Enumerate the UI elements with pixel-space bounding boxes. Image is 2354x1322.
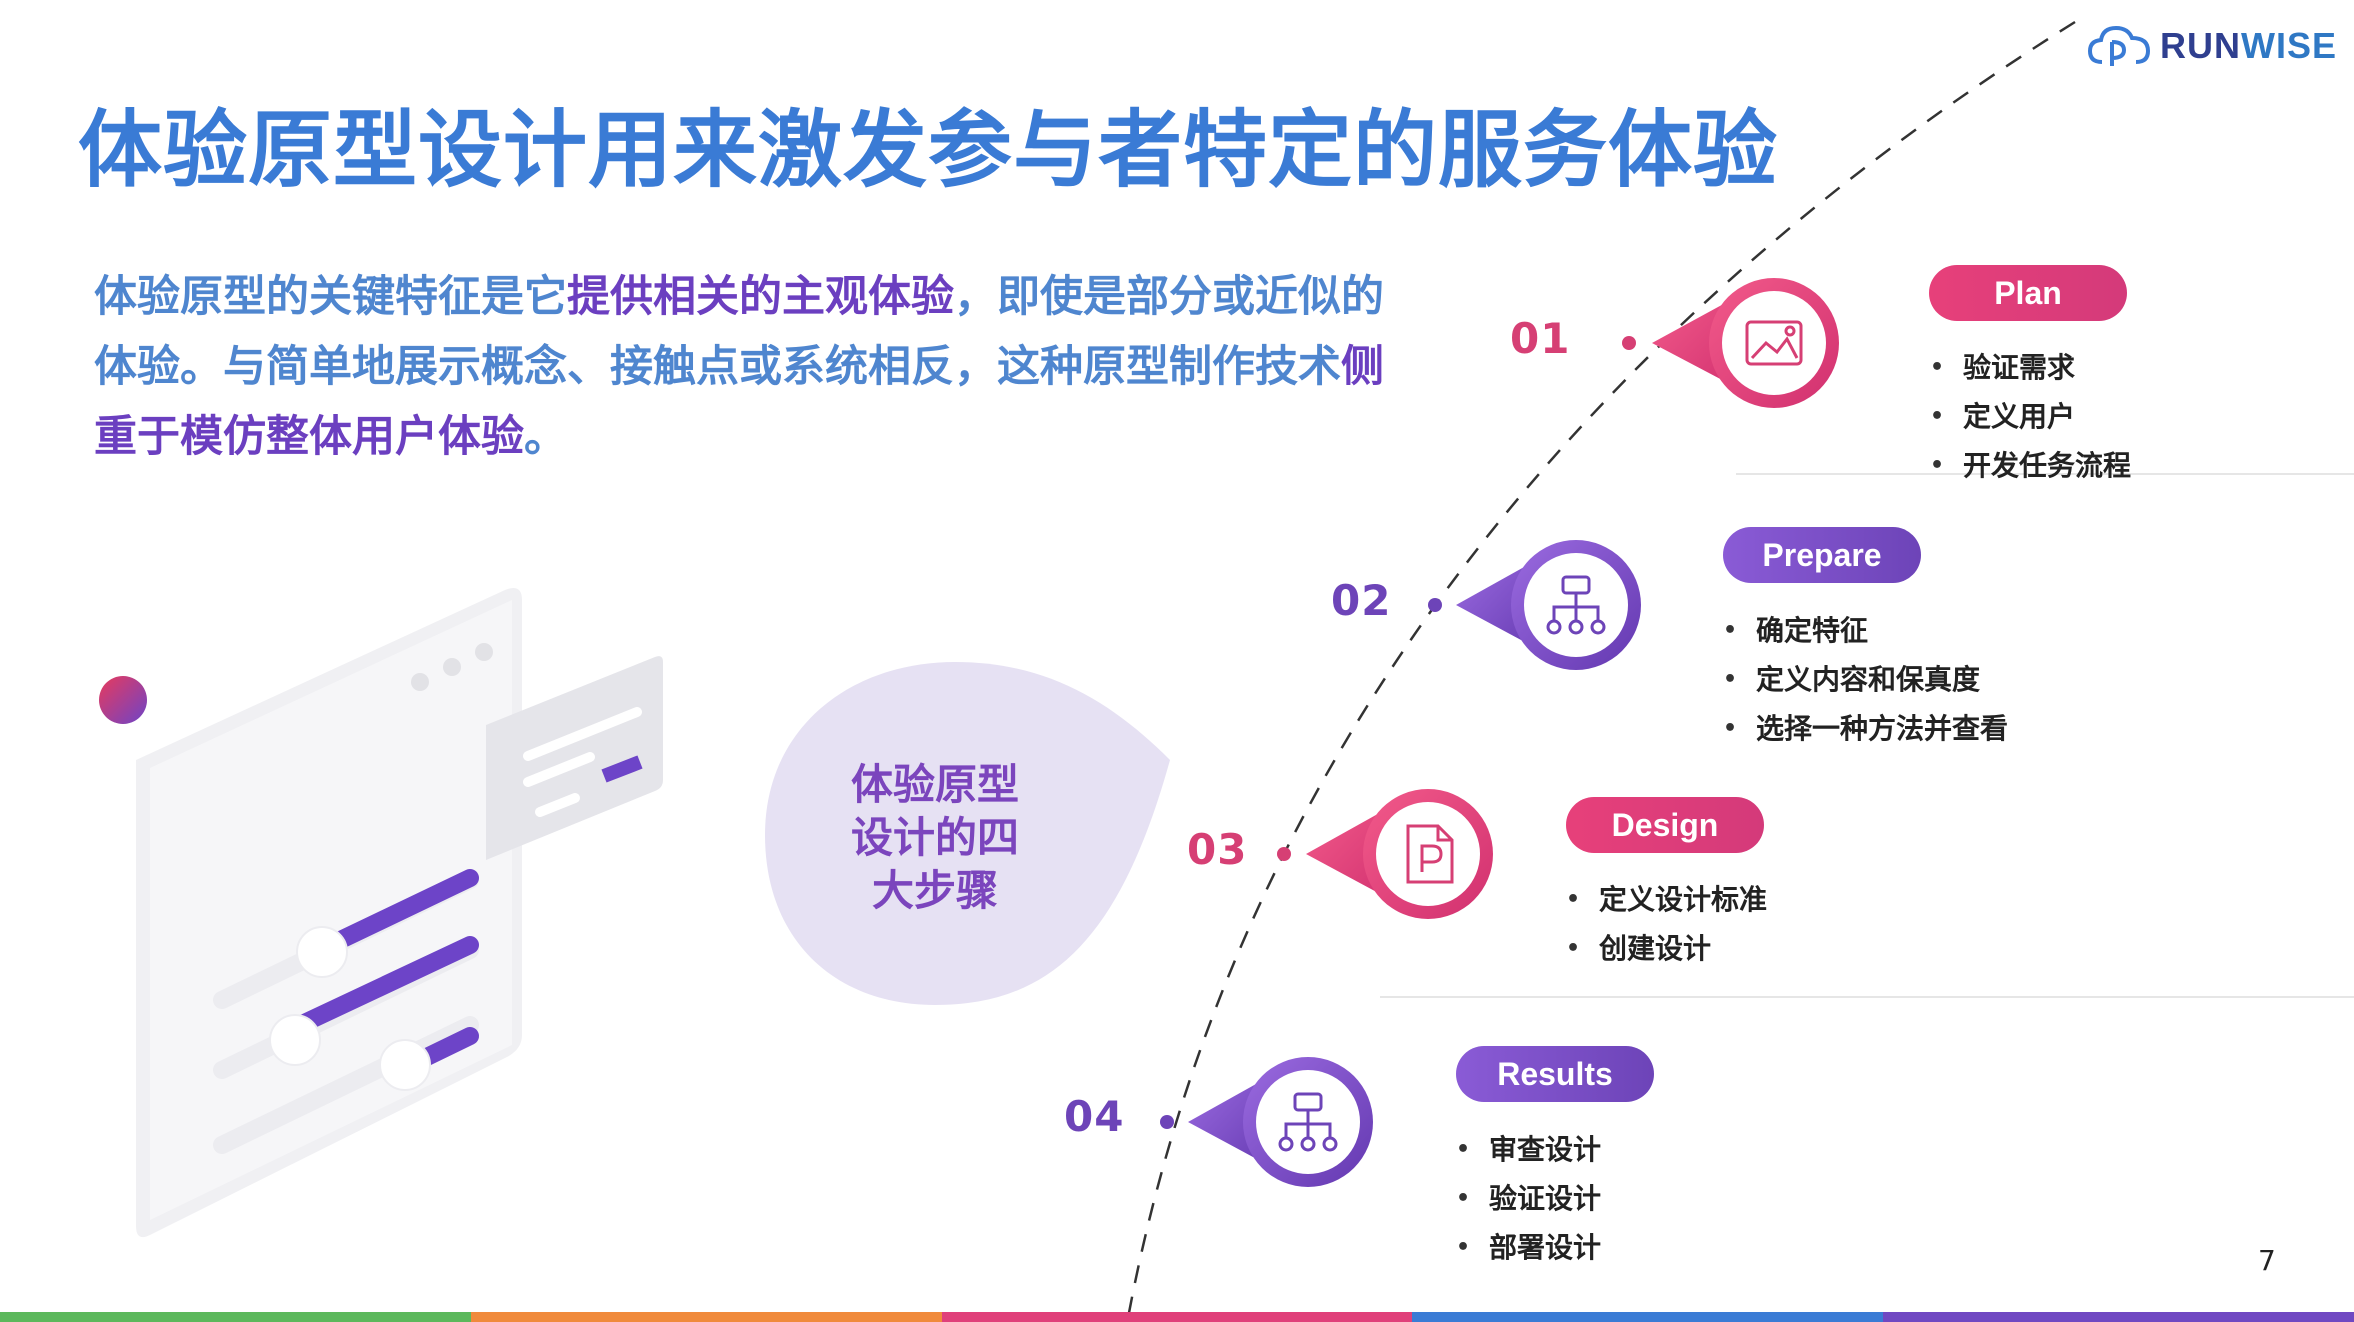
runwise-logo: RUNWISE bbox=[2088, 22, 2337, 70]
plan-bullet-list: 验证需求 定义用户 开发任务流程 bbox=[1930, 343, 2131, 490]
dashed-arc bbox=[1126, 20, 2076, 1319]
intro-paragraph: 体验原型的关键特征是它提供相关的主观体验，即使是部分或近似的体验。与简单地展示概… bbox=[94, 262, 1384, 472]
step-number-01: 01 bbox=[1510, 314, 1571, 363]
bar-segment bbox=[1412, 1312, 1884, 1322]
list-item: 验证需求 bbox=[1930, 343, 2131, 392]
step-marker-03 bbox=[1277, 789, 1493, 919]
step-label-plan: Plan bbox=[1929, 265, 2127, 321]
sitemap-icon bbox=[1546, 575, 1606, 635]
intro-text: 体验原型的关键特征是它 bbox=[94, 272, 567, 322]
bar-segment bbox=[1883, 1312, 2354, 1322]
list-item: 创建设计 bbox=[1566, 924, 1767, 973]
center-bubble bbox=[765, 662, 1170, 1005]
step-label-prepare: Prepare bbox=[1723, 527, 1921, 583]
sitemap-icon bbox=[1278, 1092, 1338, 1152]
step-number-03: 03 bbox=[1187, 825, 1248, 874]
step-label-design: Design bbox=[1566, 797, 1764, 853]
document-p-icon bbox=[1406, 824, 1454, 884]
bottom-color-bar bbox=[0, 1312, 2354, 1322]
list-item: 验证设计 bbox=[1456, 1174, 1601, 1223]
center-label: 体验原型 设计的四 大步骤 bbox=[800, 758, 1070, 917]
cloud-logo-icon bbox=[2088, 25, 2151, 66]
center-label-line: 体验原型 bbox=[850, 760, 1019, 809]
list-item: 定义用户 bbox=[1930, 392, 2131, 441]
design-bullet-list: 定义设计标准 创建设计 bbox=[1566, 875, 1767, 973]
step-marker-04 bbox=[1160, 1057, 1373, 1187]
logo-wordmark: RUNWISE bbox=[2160, 25, 2338, 66]
step-number-02: 02 bbox=[1331, 576, 1392, 625]
bar-segment bbox=[941, 1312, 1413, 1322]
intro-highlight: 侧重于模仿整体用户体验 bbox=[94, 342, 1384, 462]
step-label-results: Results bbox=[1456, 1046, 1654, 1102]
list-item: 定义内容和保真度 bbox=[1723, 655, 2008, 704]
step-number-04: 04 bbox=[1064, 1092, 1125, 1141]
center-label-line: 大步骤 bbox=[871, 866, 998, 915]
page-title: 体验原型设计用来激发参与者特定的服务体验 bbox=[78, 101, 1779, 199]
intro-text: ，即使是部分或近似的体验。与简单地展示概念、接触点或系统相反，这种原型制作技术 bbox=[94, 272, 1384, 392]
device-illustration bbox=[99, 587, 663, 1238]
list-item: 部署设计 bbox=[1456, 1223, 1601, 1272]
page-number: 7 bbox=[2258, 1244, 2276, 1277]
list-item: 开发任务流程 bbox=[1930, 441, 2131, 490]
list-item: 审查设计 bbox=[1456, 1125, 1601, 1174]
list-item: 定义设计标准 bbox=[1566, 875, 1767, 924]
bar-segment bbox=[0, 1312, 471, 1322]
bar-segment bbox=[470, 1312, 942, 1322]
prepare-bullet-list: 确定特征 定义内容和保真度 选择一种方法并查看 bbox=[1723, 606, 2008, 753]
results-bullet-list: 审查设计 验证设计 部署设计 bbox=[1456, 1125, 1601, 1272]
image-icon bbox=[1745, 320, 1803, 366]
list-item: 确定特征 bbox=[1723, 606, 2008, 655]
center-label-line: 设计的四 bbox=[850, 813, 1019, 862]
step-marker-02 bbox=[1428, 540, 1641, 670]
intro-highlight: 提供相关的主观体验 bbox=[567, 272, 954, 322]
list-item: 选择一种方法并查看 bbox=[1723, 704, 2008, 753]
intro-text: 。 bbox=[524, 412, 567, 462]
step-marker-01 bbox=[1622, 278, 1839, 408]
